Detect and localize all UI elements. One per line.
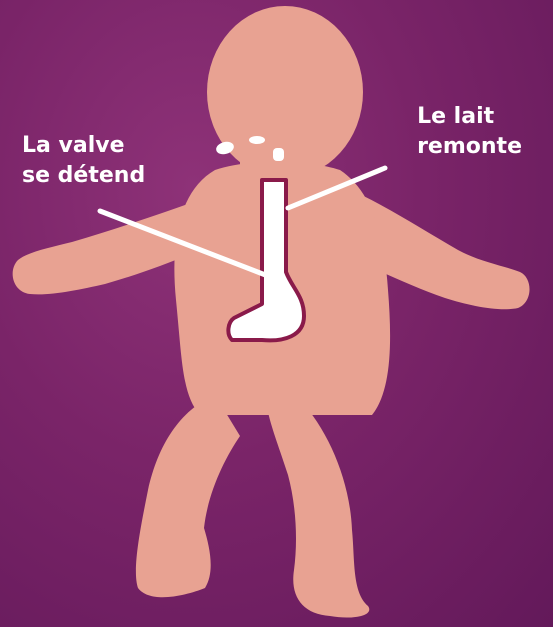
milk-label-line1: Le lait [417, 102, 522, 132]
valve-label-line1: La valve [22, 131, 145, 161]
valve-label-line2: se détend [22, 161, 145, 191]
milk-drop [273, 148, 284, 161]
baby-right-leg [268, 400, 369, 618]
milk-label: Le lait remonte [417, 102, 522, 162]
milk-label-line2: remonte [417, 132, 522, 162]
baby-left-leg [136, 395, 240, 597]
valve-label: La valve se détend [22, 131, 145, 191]
milk-drop [249, 136, 265, 144]
